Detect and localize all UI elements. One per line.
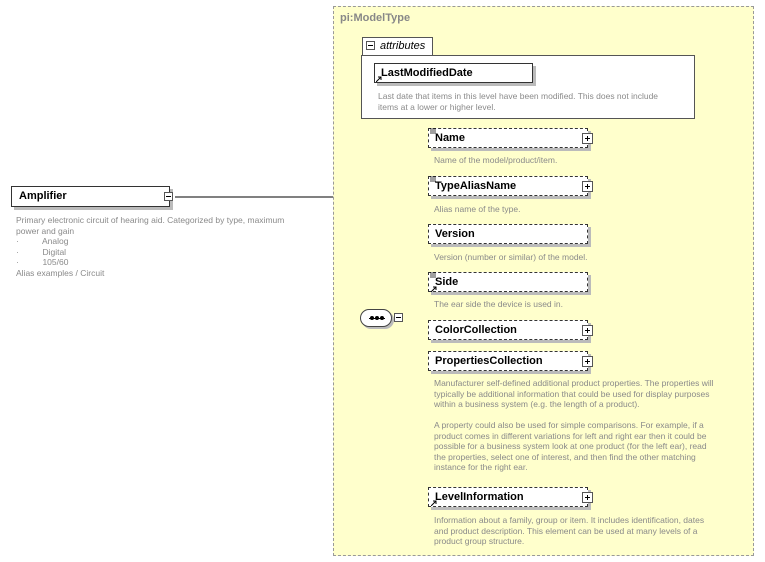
element-name-description: Name of the model/product/item.	[434, 155, 558, 165]
expand-typealiasname-button[interactable]	[582, 181, 593, 192]
root-description: Primary electronic circuit of hearing ai…	[16, 215, 285, 278]
multi-line-icon	[430, 176, 436, 182]
expand-colorcollection-button[interactable]	[582, 325, 593, 336]
expand-levelinformation-button[interactable]	[582, 492, 593, 503]
reference-arrow-icon	[376, 76, 382, 82]
collapse-sequence-button[interactable]	[394, 313, 403, 322]
sequence-compositor-icon	[360, 309, 392, 327]
element-propertiescollection-description: Manufacturer self-defined additional pro…	[434, 378, 714, 472]
element-version[interactable]: Version	[428, 224, 588, 244]
attributes-label: attributes	[380, 40, 426, 52]
element-levelinformation-description: Information about a family, group or ite…	[434, 515, 705, 546]
element-side-description: The ear side the device is used in.	[434, 299, 563, 309]
element-propertiescollection[interactable]: PropertiesCollection	[428, 351, 588, 371]
attribute-description: Last date that items in this level have …	[378, 91, 659, 112]
element-colorcollection[interactable]: ColorCollection	[428, 320, 588, 340]
element-side[interactable]: Side	[428, 272, 588, 292]
complex-type-title: pi:ModelType	[340, 12, 411, 24]
element-typealiasname-description: Alias name of the type.	[434, 204, 521, 214]
element-version-description: Version (number or similar) of the model…	[434, 252, 588, 262]
collapse-root-button[interactable]	[164, 192, 173, 201]
root-element-amplifier[interactable]: Amplifier	[11, 186, 170, 207]
multi-line-icon	[430, 272, 436, 278]
expand-propertiescollection-button[interactable]	[582, 356, 593, 367]
reference-arrow-icon	[431, 500, 437, 506]
attributes-tab[interactable]: attributes	[362, 37, 433, 55]
element-levelinformation[interactable]: LevelInformation	[428, 487, 588, 507]
attribute-lastmodifieddate[interactable]: LastModifiedDate	[374, 63, 533, 83]
element-typealiasname[interactable]: TypeAliasName	[428, 176, 588, 196]
reference-arrow-icon	[431, 286, 437, 292]
root-element-label: Amplifier	[19, 190, 67, 202]
multi-line-icon	[430, 128, 436, 134]
element-name[interactable]: Name	[428, 128, 588, 148]
expand-name-button[interactable]	[582, 133, 593, 144]
collapse-attributes-button[interactable]	[366, 41, 375, 50]
